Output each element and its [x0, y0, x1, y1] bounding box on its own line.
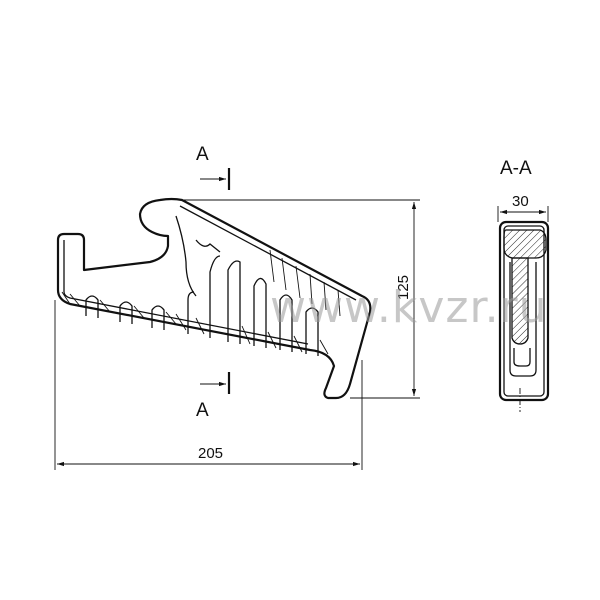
section-letter-top: A: [196, 144, 209, 165]
section-letter-bottom: A: [196, 400, 209, 421]
section-slot-bottom: [513, 348, 531, 367]
section-stem-hatched: [511, 257, 529, 345]
section-title: A-A: [500, 158, 532, 179]
section-width-label: 30: [512, 193, 529, 210]
top-ridge-line: [179, 205, 357, 301]
dimension-height: 125: [182, 199, 420, 399]
hook-arc-2: [195, 239, 221, 253]
dimension-width-label: 205: [198, 445, 223, 462]
hook-arc: [175, 215, 197, 297]
section-inner: [503, 225, 545, 397]
rib-group: [85, 255, 319, 356]
section-slot: [509, 262, 537, 377]
section-outer: [498, 220, 550, 402]
bracket-side-view: [56, 197, 372, 400]
dimension-width: 205: [54, 300, 363, 470]
bracket-outline: [56, 197, 372, 400]
hook-inner-line: [63, 240, 309, 345]
dimension-height-label: 125: [395, 275, 412, 300]
watermark-text: www.kvzr.ru: [270, 282, 548, 333]
section-head-hatched: [503, 229, 547, 259]
section-marker-top: A: [196, 144, 231, 190]
section-marker-bottom: A: [196, 372, 231, 421]
section-view-a-a: A-A 30: [497, 158, 550, 412]
rail-hatching: [61, 249, 341, 355]
